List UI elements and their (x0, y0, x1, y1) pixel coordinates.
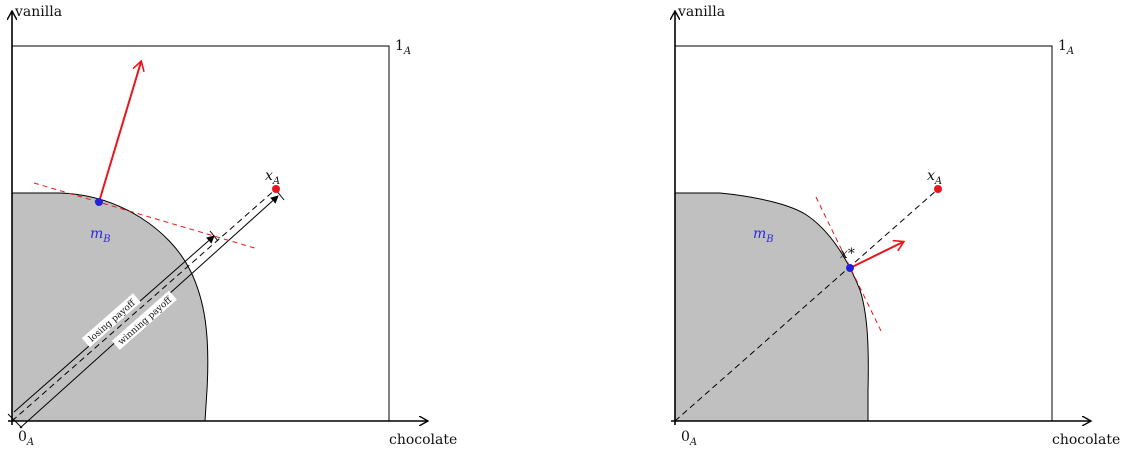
left-top-corner-label: 1A (395, 38, 411, 57)
left-x-axis-label: chocolate (389, 432, 457, 448)
right-y-axis-label: vanilla (677, 4, 725, 20)
left-origin-label: 0A (18, 429, 34, 448)
left-mb-label: mB (90, 226, 111, 245)
left-feasible-region (11, 192, 209, 422)
right-normal-arrow (849, 242, 903, 269)
right-unit-box (675, 45, 1053, 421)
left-unit-box (12, 45, 390, 421)
right-dashed-diagonal (674, 188, 939, 422)
left-xa-label: xA (265, 168, 280, 187)
left-point-mb (95, 198, 103, 206)
left-y-axis-label: vanilla (14, 4, 62, 20)
right-origin-label: 0A (681, 429, 697, 448)
left-normal-arrow (98, 62, 141, 203)
right-top-corner-label: 1A (1058, 38, 1074, 57)
left-dashed-diagonal (11, 188, 277, 422)
right-feasible-region (674, 192, 869, 422)
right-panel: vanilla chocolate 0A 1A xA mB x* (671, 4, 1120, 448)
right-point-xa (934, 185, 942, 193)
left-tangent-line (33, 182, 259, 250)
right-x-axis-label: chocolate (1052, 432, 1120, 448)
right-point-xstar (846, 264, 854, 272)
right-xstar-label: x* (840, 246, 855, 262)
left-losing-payoff-tick (209, 230, 219, 242)
left-point-xa (272, 185, 280, 193)
right-mb-label: mB (753, 226, 774, 245)
right-xa-label: xA (927, 168, 942, 187)
left-origin-tick (7, 413, 23, 429)
left-panel: losing payoff winning payoff vanilla cho… (8, 4, 457, 448)
